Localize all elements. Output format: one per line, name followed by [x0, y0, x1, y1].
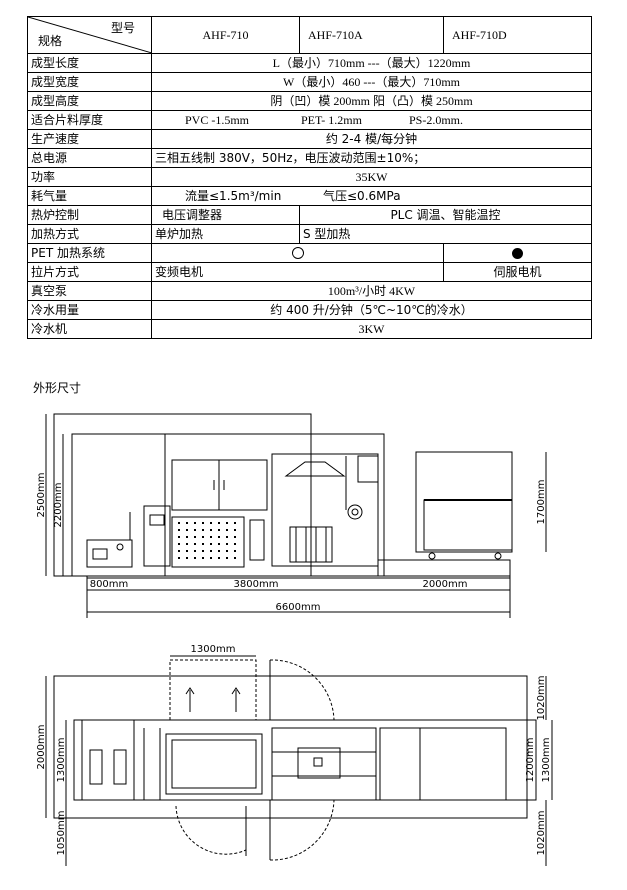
control-cabinet: [143, 505, 171, 567]
open-circle-icon: [291, 247, 304, 259]
label-1020-bottom: 1020mm: [536, 811, 547, 856]
value-pull-2: 伺服电机: [443, 262, 592, 282]
air-pressure: 气压≤0.6MPa: [323, 188, 401, 203]
plan-door-top: [169, 659, 257, 720]
label-chiller: 冷水机: [27, 319, 152, 339]
plan-heating-inner: [171, 739, 257, 789]
ps-value: PS-2.0mm.: [409, 112, 464, 127]
label-1300-left: 1300mm: [56, 738, 67, 783]
dimension-labels: 2500mm 2200mm 800mm 3800mm 2000mm 6600mm…: [36, 473, 552, 856]
control-panel: [357, 455, 379, 483]
label-2500: 2500mm: [36, 473, 47, 518]
row-pet-heating: PET 加热系统: [27, 243, 592, 263]
plan-door-arc-bottom-right: [269, 799, 335, 861]
label-3800: 3800mm: [234, 579, 279, 590]
diagonal-line: [28, 17, 151, 53]
label-1700: 1700mm: [536, 480, 547, 525]
plan-forming-zone: [271, 727, 377, 801]
wheel-2: [494, 552, 502, 560]
header-row: 型号 规格 AHF-710 AHF-710A AHF-710D: [27, 16, 592, 54]
diagonal-header-cell: 型号 规格: [27, 16, 152, 54]
plan-door-arc-top-right: [269, 659, 335, 721]
label-2200: 2200mm: [53, 483, 64, 528]
label-1020-top: 1020mm: [536, 676, 547, 721]
value-chiller: 3KW: [151, 319, 592, 339]
heater-grid: [171, 516, 245, 568]
label-1050: 1050mm: [56, 811, 67, 856]
label-1300-top: 1300mm: [191, 644, 236, 655]
plan-heating-zone: [165, 733, 263, 795]
value-width: W（最小）460 ---（最大）710mm: [151, 72, 592, 92]
label-pet-heating: PET 加热系统: [27, 243, 152, 263]
plan-main: [73, 719, 537, 801]
row-length: 成型长度 L（最小）710mm ---（最大）1220mm: [27, 53, 592, 73]
label-1300-right: 1300mm: [541, 738, 552, 783]
label-6600: 6600mm: [276, 602, 321, 613]
heater-grid-dots: [178, 522, 236, 559]
row-power: 功率 35KW: [27, 167, 592, 187]
air-flow: 流量≤1.5m³/min: [185, 188, 282, 203]
take-off-frame: [415, 451, 513, 553]
value-furnace-2: PLC 调温、智能温控: [299, 205, 592, 225]
hood: [284, 461, 346, 477]
heater-knob: [116, 543, 124, 551]
up-arrow-1: [185, 687, 195, 712]
row-heating: 加热方式 单炉加热 S 型加热: [27, 224, 592, 244]
plan-mold-center: [313, 757, 323, 767]
row-pull: 拉片方式 变频电机 伺服电机: [27, 262, 592, 282]
forming-station: [271, 453, 379, 567]
dim-band: [86, 575, 511, 591]
roller: [347, 504, 363, 520]
plan-heater-module: [81, 719, 135, 801]
row-chiller: 冷水机 3KW: [27, 319, 592, 339]
value-air: 流量≤1.5m³/min 气压≤0.6MPa: [151, 186, 592, 206]
outline-dimensions-title: 外形尺寸: [33, 381, 82, 395]
label-power-supply: 总电源: [27, 148, 152, 168]
plan-mold: [297, 747, 341, 779]
row-height: 成型高度 阴（凹）模 200mm 阳（凸）模 250mm: [27, 91, 592, 111]
up-arrow-2: [231, 687, 241, 712]
label-2000: 2000mm: [423, 579, 468, 590]
heater-window: [92, 548, 108, 560]
spec-table: 型号 规格 AHF-710 AHF-710A AHF-710D 成型长度 L（最…: [27, 16, 592, 339]
take-off-base: [377, 559, 511, 577]
row-furnace: 热炉控制 电压调整器 PLC 调温、智能温控: [27, 205, 592, 225]
plan-view: [45, 655, 553, 866]
wheel-1: [428, 552, 436, 560]
plan-heater-coil-1: [89, 749, 103, 785]
front-elevation: [45, 413, 547, 618]
pvc-value: PVC -1.5mm: [185, 112, 250, 127]
value-vacuum: 100m³/小时 4KW: [151, 281, 592, 301]
mold-box: [289, 526, 333, 563]
value-height: 阴（凹）模 200mm 阳（凸）模 250mm: [151, 91, 592, 111]
model-1: AHF-710: [151, 16, 300, 54]
row-power-supply: 总电源 三相五线制 380V，50Hz，电压波动范围±10%；: [27, 148, 592, 168]
take-off-box: [423, 499, 513, 551]
plan-envelope: [53, 675, 528, 819]
label-800: 800mm: [90, 579, 129, 590]
model-label: 型号: [110, 21, 135, 35]
model-2: AHF-710A: [299, 16, 444, 54]
side-panel: [249, 519, 265, 561]
plan-heater-coil-2: [113, 749, 127, 785]
row-width: 成型宽度 W（最小）460 ---（最大）710mm: [27, 72, 592, 92]
pet-value: PET- 1.2mm: [301, 112, 362, 127]
label-1200: 1200mm: [525, 738, 536, 783]
main-frame-outline: [71, 433, 385, 577]
cabinet-panel: [149, 514, 165, 526]
spec-label: 规格: [38, 34, 63, 48]
plan-take-off: [379, 727, 507, 801]
filled-circle-icon: [512, 247, 523, 259]
roller-hub: [351, 508, 359, 516]
plan-door-arc-bottom-left: [175, 805, 247, 855]
heater-box: [86, 539, 133, 568]
label-2000-plan: 2000mm: [36, 725, 47, 770]
